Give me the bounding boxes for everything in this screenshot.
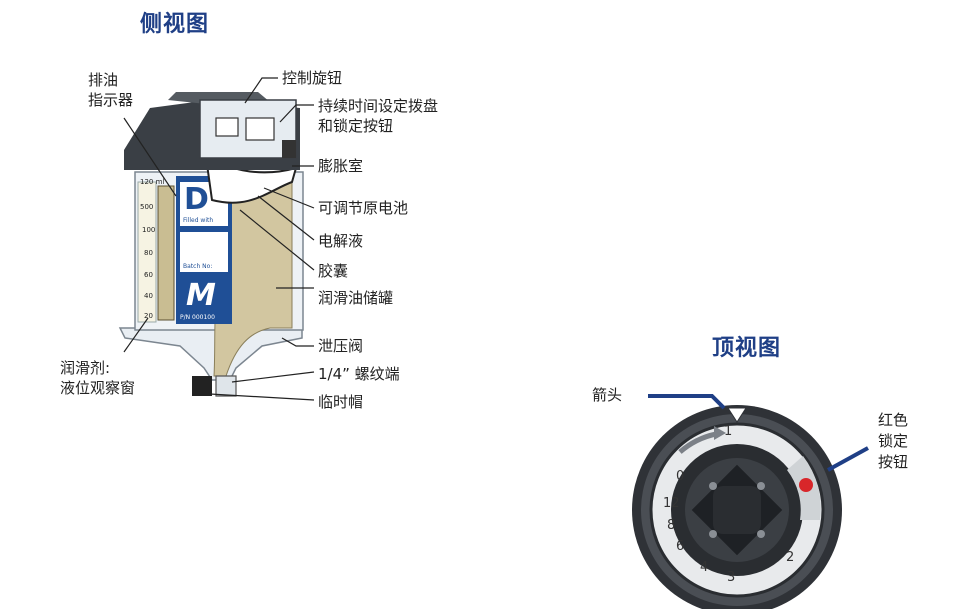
scale-mark: 500 [140, 203, 154, 211]
sight-window-line-1: 润滑剂: [60, 359, 111, 377]
control-knob-label: 控制旋钮 [282, 69, 343, 87]
sight-window-label: 润滑剂: 液位观察窗 [60, 358, 135, 398]
scale-mark: 100 [142, 226, 156, 234]
scale-mark: 40 [144, 292, 153, 300]
batch-text: Batch No: [183, 263, 213, 270]
electrolyte-label: 电解液 [318, 232, 364, 250]
top-view-title: 顶视图 [712, 336, 782, 361]
duration-dial-label: 持续时间设定拨盘 和锁定按钮 [318, 96, 438, 136]
adjustable-battery-label: 可调节原电池 [318, 199, 409, 217]
brand-letter: D [184, 182, 209, 217]
dial-number: 0 [676, 469, 685, 484]
reservoir-label: 润滑油储罐 [318, 289, 394, 307]
scale-mark: 80 [144, 249, 153, 257]
red-lock-line-1: 红色 [878, 411, 909, 429]
side-view-title: 侧视图 [140, 12, 210, 37]
logo-letter: M [186, 278, 216, 313]
scale-mark: 120 ml [140, 178, 165, 186]
scale-mark: 60 [144, 271, 153, 279]
part-number-text: P/N 000100 [180, 314, 215, 321]
duration-dial-line-2: 和锁定按钮 [318, 117, 394, 135]
filled-with-text: Filled with [183, 217, 214, 224]
relief-valve-label: 泄压阀 [318, 337, 364, 355]
red-lock-button-label: 红色 锁定 按钮 [878, 410, 908, 473]
dial-number: 3 [727, 570, 736, 585]
arrow-label: 箭头 [592, 386, 623, 404]
drain-indicator-line-1: 排油 [88, 71, 119, 89]
dial-number: 4 [700, 560, 709, 575]
red-lock-line-3: 按钮 [878, 453, 909, 471]
duration-dial-line-1: 持续时间设定拨盘 [318, 97, 439, 115]
red-lock-line-2: 锁定 [878, 432, 909, 450]
bladder-label: 胶囊 [318, 262, 349, 280]
dial-number: 1 [724, 424, 733, 439]
dial-number: 8 [667, 518, 676, 533]
scale-mark: 20 [144, 312, 153, 320]
sight-window-line-2: 液位观察窗 [60, 379, 136, 397]
drain-indicator-label: 排油 指示器 [88, 70, 133, 110]
temp-cap-label: 临时帽 [318, 393, 364, 411]
dial-number: 12 [663, 496, 680, 511]
dial-number: 6 [676, 539, 685, 554]
dial-number: 2 [786, 550, 795, 565]
thread-end-label: 1/4” 螺纹端 [318, 365, 400, 383]
drain-indicator-line-2: 指示器 [88, 91, 134, 109]
expansion-chamber-label: 膨胀室 [318, 157, 364, 175]
